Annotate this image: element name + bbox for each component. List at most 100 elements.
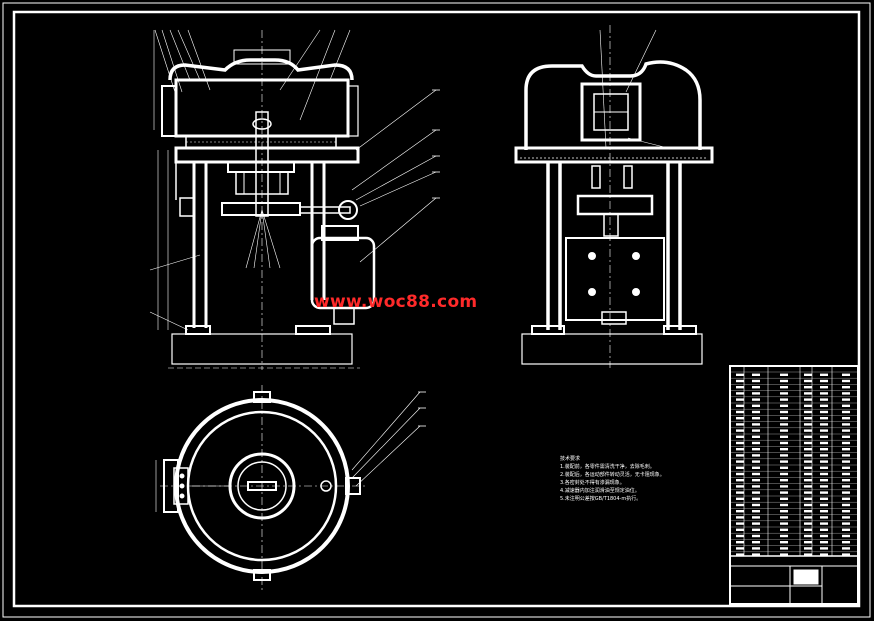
parts-cell-text <box>780 373 788 376</box>
parts-cell-text <box>780 441 788 445</box>
parts-cell-text <box>842 435 850 438</box>
parts-cell-text <box>736 472 744 476</box>
parts-cell-text <box>780 429 788 432</box>
parts-cell-text <box>820 466 828 469</box>
parts-cell-text <box>804 510 812 513</box>
parts-cell-text <box>820 410 828 414</box>
parts-cell-text <box>752 441 760 445</box>
parts-cell-text <box>842 423 850 426</box>
parts-cell-text <box>842 479 850 482</box>
watermark-text: www.woc88.com <box>314 292 478 312</box>
parts-cell-text <box>842 448 850 451</box>
parts-cell-text <box>780 435 788 438</box>
parts-cell-text <box>842 497 850 500</box>
parts-cell-text <box>842 553 850 556</box>
parts-cell-text <box>752 423 760 426</box>
parts-cell-text <box>752 516 760 519</box>
parts-cell-text <box>736 541 744 544</box>
parts-cell-text <box>752 547 760 550</box>
parts-cell-text <box>804 410 812 414</box>
parts-cell-text <box>842 491 850 494</box>
parts-cell-text <box>820 547 828 550</box>
parts-cell-text <box>752 404 760 407</box>
top-view <box>155 385 421 590</box>
parts-cell-text <box>804 541 812 544</box>
parts-cell-text <box>842 485 850 488</box>
parts-cell-text <box>736 392 744 395</box>
parts-cell-text <box>842 516 850 519</box>
parts-cell-text <box>780 392 788 395</box>
parts-cell-text <box>780 516 788 519</box>
parts-cell-text <box>804 379 812 383</box>
parts-cell-text <box>820 398 828 401</box>
parts-cell-text <box>820 392 828 395</box>
parts-cell-text <box>752 410 760 414</box>
parts-cell-text <box>736 510 744 513</box>
parts-cell-text <box>736 497 744 500</box>
parts-cell-text <box>752 472 760 476</box>
parts-cell-text <box>736 460 744 463</box>
parts-cell-text <box>804 485 812 488</box>
parts-list-table <box>729 365 859 605</box>
parts-cell-text <box>736 379 744 383</box>
parts-cell-text <box>752 398 760 401</box>
parts-cell-text <box>752 528 760 531</box>
parts-cell-text <box>842 460 850 463</box>
parts-cell-text <box>780 485 788 488</box>
parts-cell-text <box>804 547 812 550</box>
parts-cell-text <box>780 491 788 494</box>
parts-cell-text <box>736 547 744 550</box>
parts-cell-text <box>736 534 744 538</box>
parts-cell-text <box>804 454 812 457</box>
parts-cell-text <box>842 373 850 376</box>
parts-cell-text <box>842 410 850 414</box>
parts-cell-text <box>752 522 760 525</box>
parts-cell-text <box>842 510 850 513</box>
parts-cell-text <box>804 491 812 494</box>
parts-cell-text <box>780 510 788 513</box>
note-line: 2.装配后，各运动部件转动灵活，无卡阻现象。 <box>560 472 665 478</box>
parts-cell-text <box>780 379 788 383</box>
note-line: 1.装配前，各零件需清洗干净，去除毛刺。 <box>560 464 655 470</box>
parts-cell-text <box>736 454 744 457</box>
note-line: 4.减速器内加注润滑油至规定油位。 <box>560 488 640 494</box>
parts-cell-text <box>780 417 788 420</box>
parts-cell-text <box>820 386 828 389</box>
parts-cell-text <box>736 491 744 494</box>
parts-cell-text <box>780 553 788 556</box>
parts-cell-text <box>752 417 760 420</box>
parts-cell-text <box>820 373 828 376</box>
parts-cell-text <box>780 410 788 414</box>
parts-cell-text <box>752 497 760 500</box>
parts-cell-text <box>752 373 760 376</box>
parts-list-rows <box>730 371 858 556</box>
parts-cell-text <box>752 466 760 469</box>
parts-cell-text <box>820 510 828 513</box>
parts-cell-text <box>820 423 828 426</box>
parts-cell-text <box>842 472 850 476</box>
parts-cell-text <box>780 541 788 544</box>
parts-cell-text <box>736 441 744 445</box>
parts-cell-text <box>804 386 812 389</box>
front-view <box>149 29 437 370</box>
parts-cell-text <box>820 479 828 482</box>
parts-cell-text <box>804 373 812 376</box>
parts-cell-text <box>820 503 828 507</box>
parts-cell-text <box>842 503 850 507</box>
parts-cell-text <box>804 479 812 482</box>
parts-cell-text <box>820 379 828 383</box>
parts-cell-text <box>842 534 850 538</box>
parts-cell-text <box>752 379 760 383</box>
parts-cell-text <box>820 435 828 438</box>
parts-cell-text <box>752 553 760 556</box>
parts-cell-text <box>820 541 828 544</box>
parts-cell-text <box>752 460 760 463</box>
parts-cell-text <box>736 448 744 451</box>
leader-tags <box>418 89 440 427</box>
parts-cell-text <box>780 423 788 426</box>
parts-cell-text <box>804 398 812 401</box>
parts-cell-text <box>752 448 760 451</box>
parts-cell-text <box>752 454 760 457</box>
parts-cell-text <box>804 417 812 420</box>
